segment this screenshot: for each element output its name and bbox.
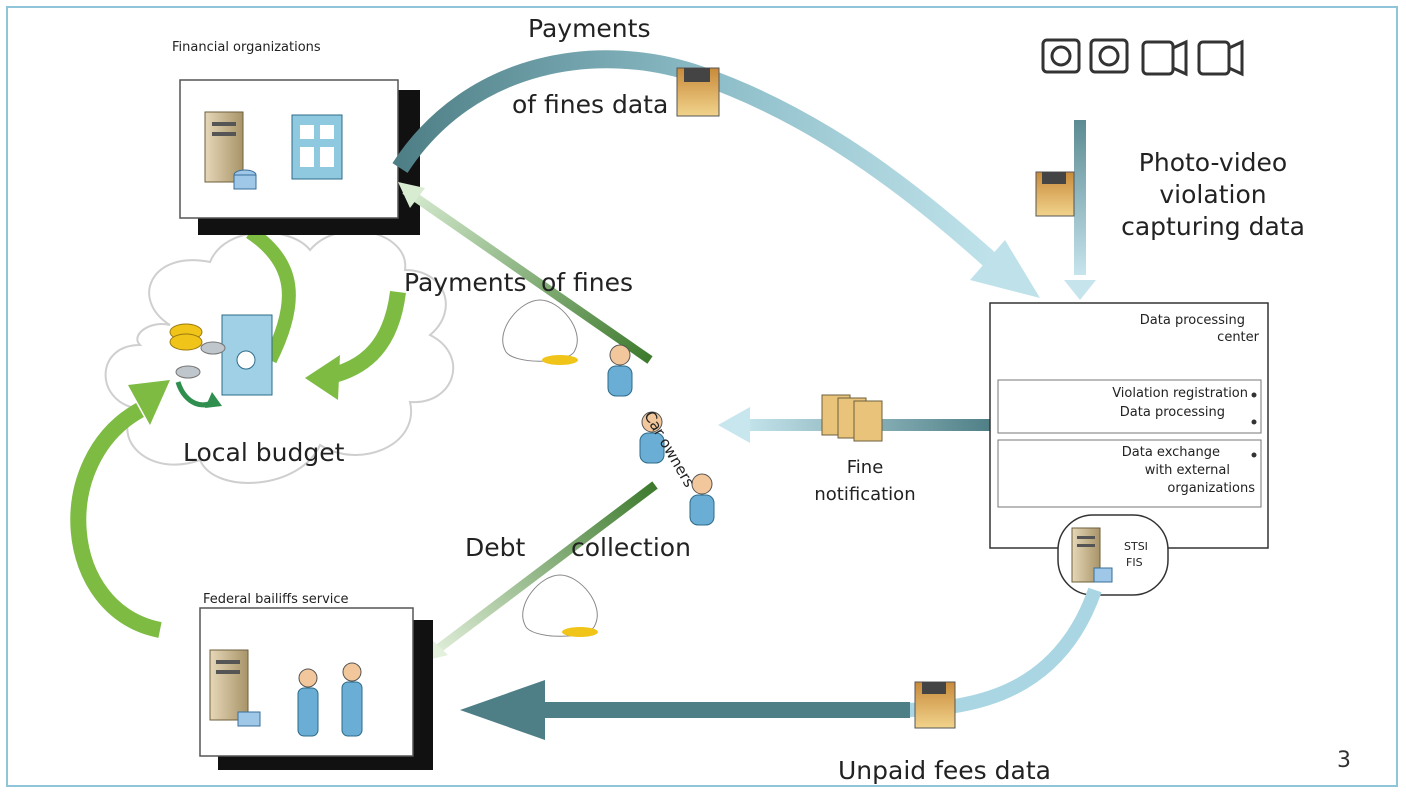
debt-collection-line (427, 481, 658, 659)
camera-icons (1041, 38, 1244, 77)
fine-notification-label-1: Fine (846, 457, 884, 478)
arrowhead-payments-data (970, 240, 1040, 298)
dc-data-processing: Data processing (1119, 405, 1225, 420)
handshake-people-icon (297, 662, 363, 737)
dc-title-2: center (1217, 330, 1259, 345)
money-bag-icon (502, 299, 578, 365)
unpaid-fees-arrow (530, 702, 910, 718)
page-number: 3 (1337, 748, 1351, 773)
dc-data-exchange-3: organizations (1167, 481, 1255, 496)
money-bag-2-icon (522, 574, 598, 637)
payments-data-label-1: Payments (528, 14, 651, 43)
capture-data-arrow (1074, 120, 1086, 275)
federal-bailiffs-label: Federal bailiffs service (203, 592, 349, 607)
floppy-disk-capture-icon (1035, 171, 1075, 217)
data-center-box (989, 302, 1269, 596)
safe-coins-icon (169, 314, 273, 408)
arrowhead-budget (305, 355, 340, 400)
dc-data-exchange-2: with external (1144, 463, 1230, 478)
fine-notification-label-2: notification (814, 484, 916, 505)
financial-orgs-box (179, 79, 420, 235)
unpaid-fees-label: Unpaid fees data (838, 756, 1051, 785)
outer-frame (6, 6, 1398, 787)
bailiffs-to-budget-arrow (70, 403, 162, 638)
arrowhead-capture (1064, 280, 1096, 300)
payments-fines-label-2: of fines (541, 268, 634, 297)
payments-fines-label-1: Payments (404, 268, 527, 297)
floppy-disk-unpaid-icon (914, 681, 956, 729)
dc-data-exchange-1: Data exchange (1121, 445, 1220, 460)
payments-data-label-2: of fines data (512, 90, 669, 119)
photo-video-label-1: Photo-video (1138, 148, 1288, 177)
fin-to-budget-arc (246, 226, 296, 364)
arrowhead-bailiffs-budget (128, 380, 170, 425)
photo-video-label-3: capturing data (1121, 212, 1305, 241)
server-icon (204, 111, 257, 190)
bank-building-icon (291, 114, 343, 180)
arrowhead-payments-fines (398, 182, 425, 208)
financial-orgs-label: Financial organizations (172, 40, 321, 55)
photo-video-label-2: violation (1159, 180, 1267, 209)
car-owner-icons (607, 344, 715, 526)
dc-title-1: Data processing (1139, 313, 1245, 328)
arrowhead-fine (718, 407, 750, 443)
dc-violation-registration: Violation registration (1112, 386, 1248, 401)
floppy-disk-icon (676, 67, 720, 117)
envelopes-icon (821, 394, 883, 442)
payments-fines-line (402, 186, 653, 364)
collection-label: collection (571, 533, 691, 562)
arrowhead-unpaid (460, 680, 545, 740)
debt-label: Debt (465, 533, 526, 562)
dc-system-1: STSI (1124, 540, 1148, 553)
bailiffs-box (199, 607, 433, 770)
local-budget-label: Local budget (183, 438, 345, 467)
bailiffs-server-icon (209, 649, 261, 727)
dc-system-2: FIS (1126, 556, 1143, 569)
dc-server-icon (1071, 527, 1113, 583)
